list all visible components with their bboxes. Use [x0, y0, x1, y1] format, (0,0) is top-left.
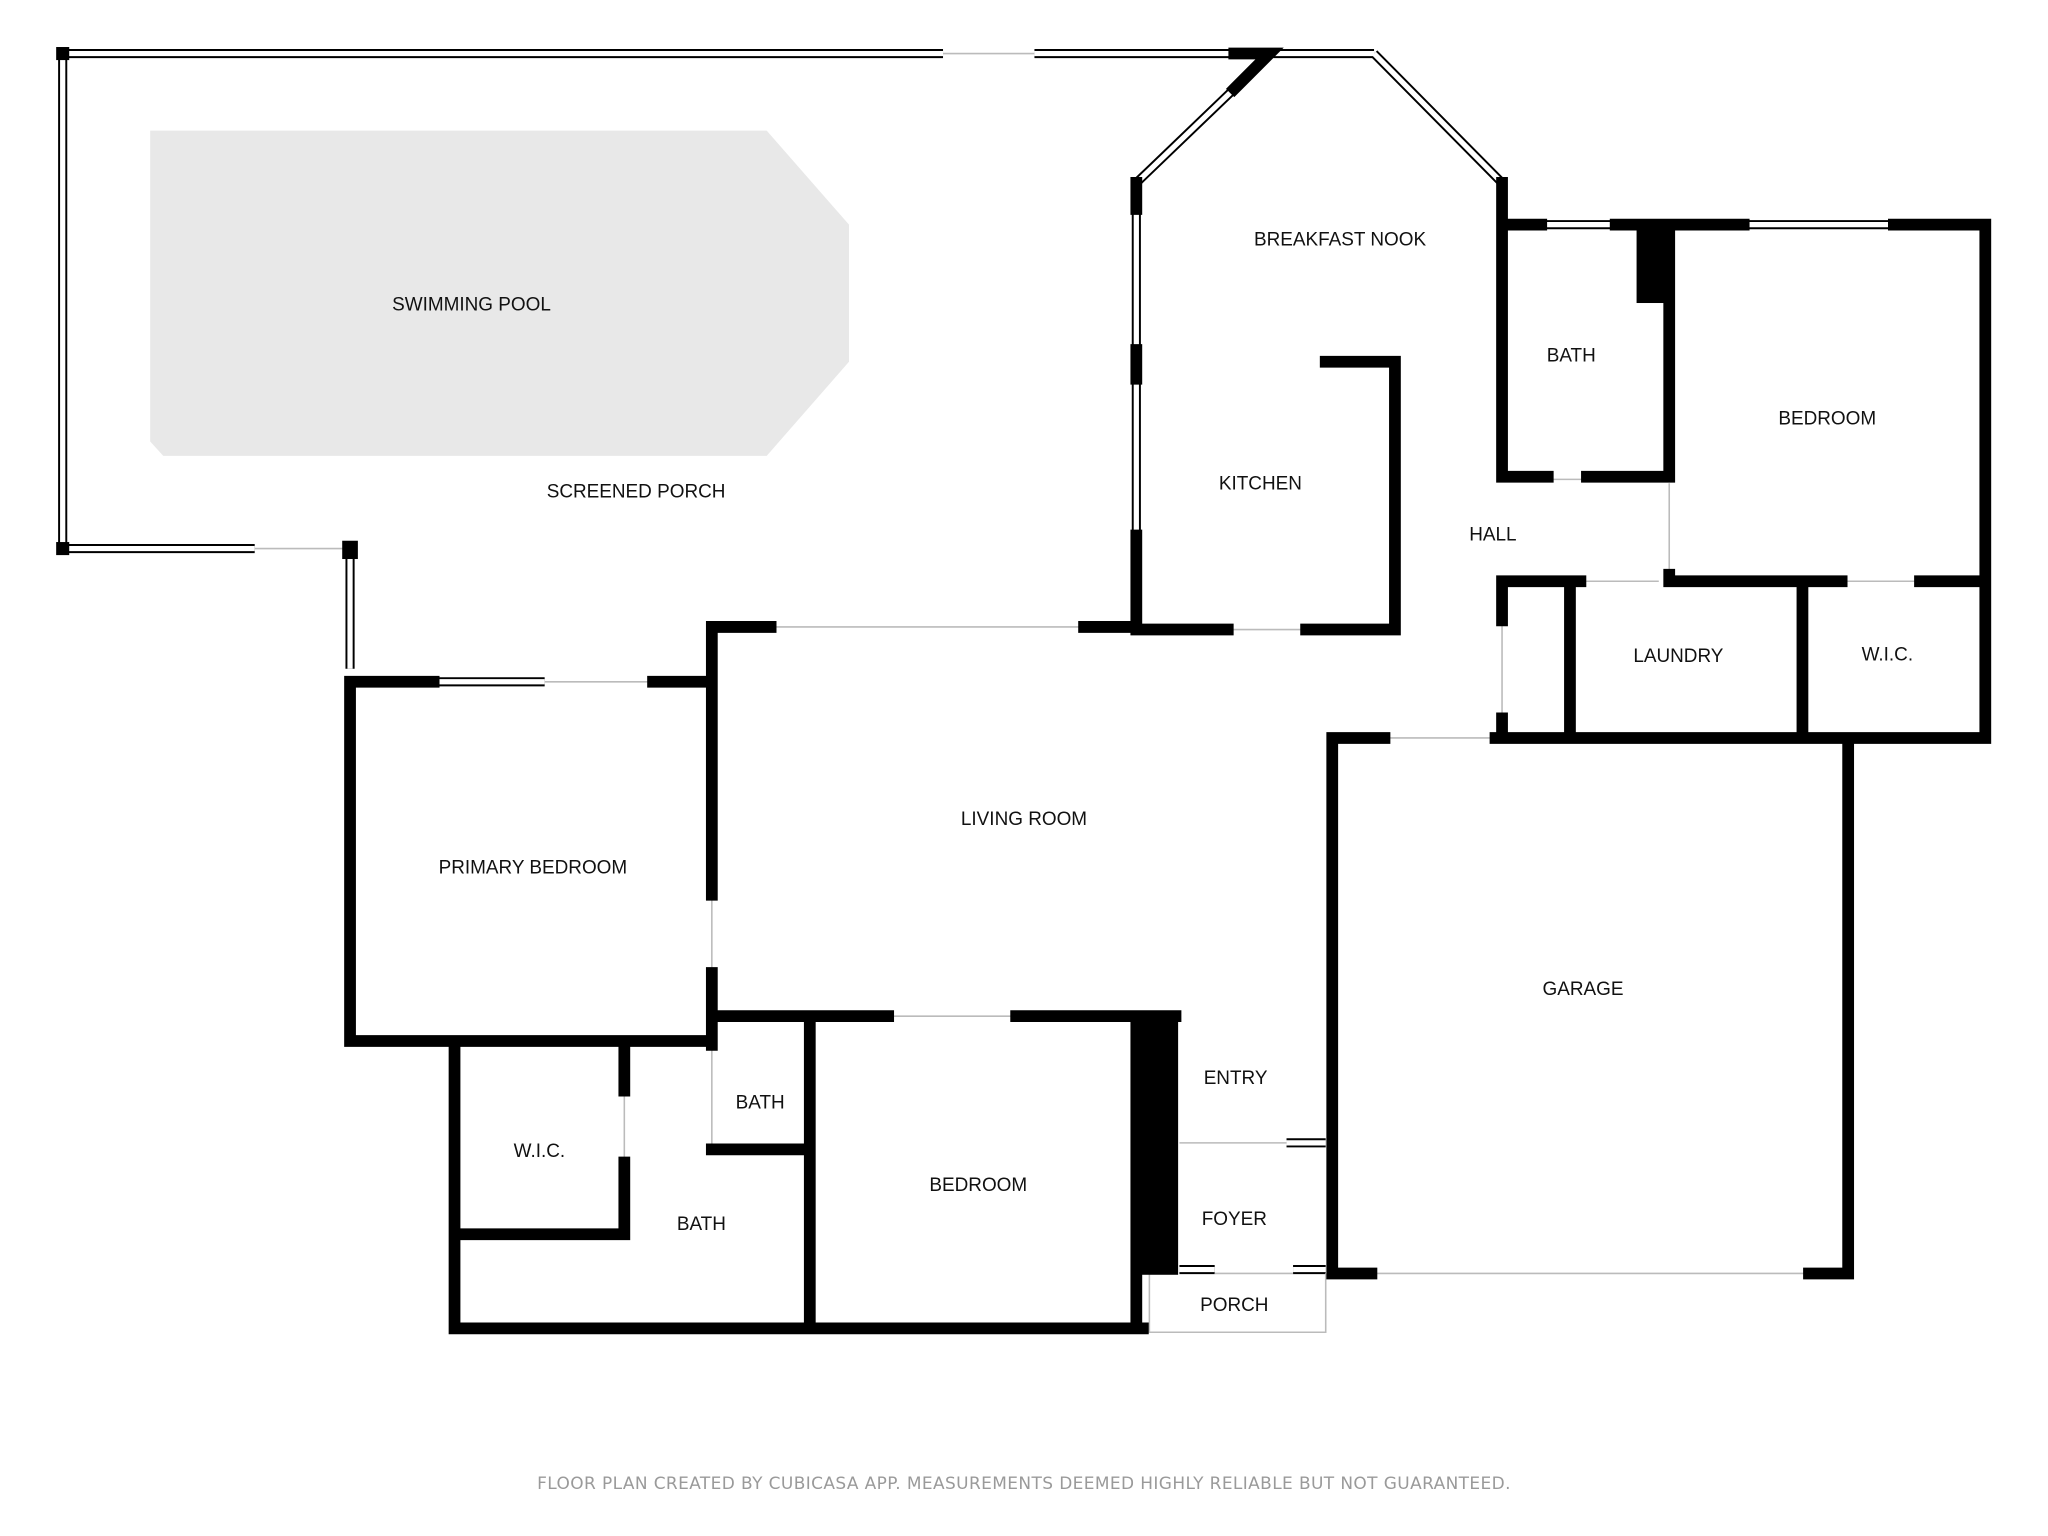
label-bedroom-upper: BEDROOM	[1778, 408, 1876, 429]
label-screened-porch: SCREENED PORCH	[547, 481, 726, 502]
label-bath-primary: BATH	[677, 1214, 726, 1235]
label-hall: HALL	[1469, 525, 1516, 546]
wall-block-bath	[1636, 224, 1670, 304]
label-bedroom-lower: BEDROOM	[929, 1175, 1027, 1196]
label-kitchen: KITCHEN	[1219, 474, 1302, 495]
label-swimming-pool: SWIMMING POOL	[392, 295, 551, 316]
label-living-room: LIVING ROOM	[961, 809, 1087, 830]
label-laundry: LAUNDRY	[1633, 646, 1723, 667]
label-foyer: FOYER	[1202, 1209, 1267, 1230]
label-garage: GARAGE	[1543, 979, 1624, 1000]
label-entry: ENTRY	[1204, 1068, 1268, 1089]
room-labels: SWIMMING POOL SCREENED PORCH BREAKFAST N…	[392, 229, 1913, 1316]
footer-disclaimer: FLOOR PLAN CREATED BY CUBICASA APP. MEAS…	[537, 1474, 1511, 1494]
walls	[56, 47, 1992, 1335]
wall-corner-nw	[56, 47, 70, 61]
wall-corner-porch	[342, 540, 358, 560]
label-primary-bedroom: PRIMARY BEDROOM	[439, 858, 628, 879]
wall-corner-sw	[56, 542, 70, 556]
swimming-pool-area	[150, 130, 849, 456]
label-porch: PORCH	[1200, 1295, 1268, 1316]
label-bath-small: BATH	[736, 1093, 785, 1114]
label-bath-upper: BATH	[1547, 346, 1596, 367]
wall-block-entry	[1136, 1016, 1179, 1275]
label-wic-upper: W.I.C.	[1862, 645, 1914, 666]
label-breakfast-nook: BREAKFAST NOOK	[1254, 229, 1426, 250]
label-wic-lower: W.I.C.	[514, 1141, 566, 1162]
